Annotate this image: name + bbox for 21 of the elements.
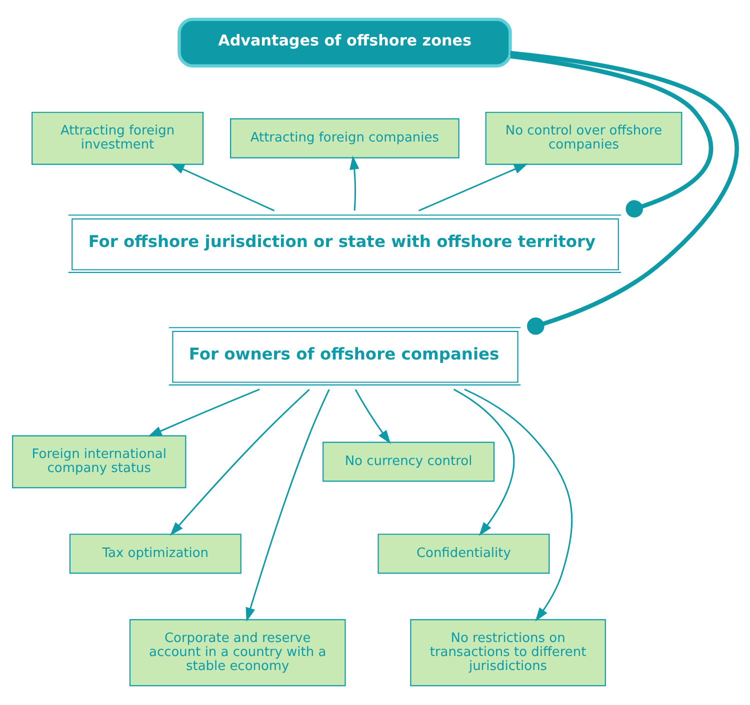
- node-box: No currency control: [322, 442, 495, 482]
- arrow: [418, 164, 528, 212]
- arrow: [170, 389, 310, 536]
- arrow: [354, 389, 391, 444]
- arrow: [246, 389, 330, 622]
- node-box: Advantages of offshore zones: [178, 18, 512, 68]
- node-box: Tax optimization: [69, 534, 242, 574]
- node-box: Corporate and reserve account in a country with a stable economy: [129, 619, 346, 686]
- node-box: Confidentiality: [378, 534, 550, 574]
- node-box: Foreign international company status: [12, 435, 186, 488]
- arrow: [350, 156, 360, 211]
- node-box: Attracting foreign investment: [32, 112, 204, 165]
- connector: [510, 54, 713, 218]
- node-box: No restrictions on transactions to different jurisdictions: [410, 619, 606, 686]
- node-box: Attracting foreign companies: [230, 118, 460, 158]
- arrow: [464, 388, 573, 622]
- node-box: No control over offshore companies: [485, 112, 682, 165]
- arrow: [148, 388, 260, 437]
- arrow: [453, 388, 515, 536]
- arrow: [170, 163, 275, 212]
- connector: [510, 50, 739, 335]
